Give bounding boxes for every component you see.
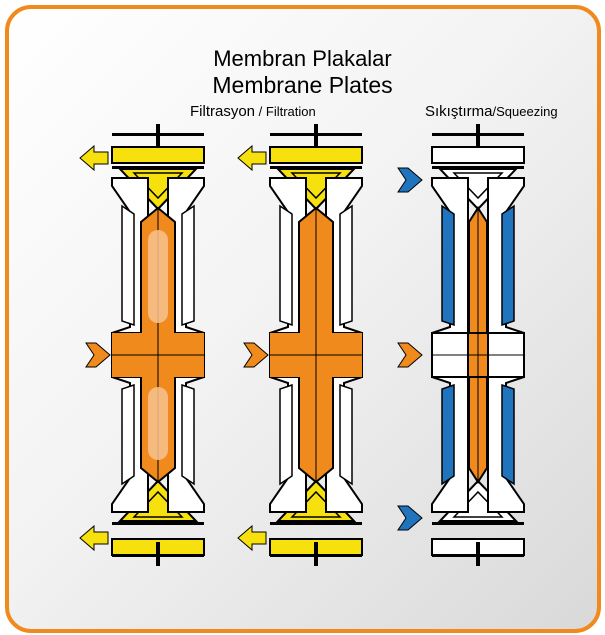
filtrate-outlet-arrow xyxy=(79,144,109,172)
filtrate-outlet-arrow xyxy=(237,144,267,172)
membrane-chamber xyxy=(339,204,353,327)
drain-channel-block xyxy=(269,146,363,164)
center-stem xyxy=(314,124,318,148)
feed-inlet-arrow xyxy=(85,342,111,368)
plate-squeezing xyxy=(397,124,525,566)
membrane-chamber xyxy=(441,383,455,486)
center-stem xyxy=(156,124,160,148)
center-stem xyxy=(314,542,318,566)
membrane-chamber xyxy=(121,204,135,327)
label-filtration-tr: Filtrasyon xyxy=(190,103,256,120)
plate-filtration-2 xyxy=(237,124,363,566)
membrane-chamber xyxy=(181,204,195,327)
cake-highlight xyxy=(148,230,168,323)
frame-bar xyxy=(432,166,524,169)
label-squeezing-tr: Sıkıştırma xyxy=(425,103,493,120)
cake-highlight xyxy=(148,387,168,460)
membrane-chamber xyxy=(121,383,135,486)
squeeze-inlet-arrow xyxy=(397,505,423,531)
label-squeezing-en: /Squeezing xyxy=(492,104,558,119)
label-filtration-en: / Filtration xyxy=(258,104,316,119)
center-stem xyxy=(476,542,480,566)
label-filtration: Filtrasyon / Filtration xyxy=(190,103,316,120)
filtrate-outlet-arrow xyxy=(237,524,267,552)
squeeze-inlet-arrow xyxy=(397,167,423,193)
center-stem xyxy=(156,542,160,566)
title-english: Membrane Plates xyxy=(212,72,393,98)
title-turkish: Membran Plakalar xyxy=(213,46,392,71)
drain-channel-block xyxy=(431,146,525,164)
frame-bar xyxy=(270,166,362,169)
membrane-chamber xyxy=(339,383,353,486)
drain-channel-block xyxy=(111,146,205,164)
membrane-chamber xyxy=(279,204,293,327)
frame-bar xyxy=(432,522,524,525)
label-squeezing: Sıkıştırma/Squeezing xyxy=(425,103,558,120)
feed-inlet-arrow xyxy=(397,342,423,368)
membrane-chamber xyxy=(501,383,515,486)
frame-bar xyxy=(270,522,362,525)
frame-bar xyxy=(112,522,204,525)
membrane-chamber xyxy=(279,383,293,486)
filtrate-outlet-arrow xyxy=(79,524,109,552)
membrane-chamber xyxy=(441,204,455,327)
membrane-chamber xyxy=(501,204,515,327)
frame-bar xyxy=(112,166,204,169)
plate-filtration-1 xyxy=(79,124,205,566)
membrane-chamber xyxy=(181,383,195,486)
feed-inlet-arrow xyxy=(243,342,269,368)
center-stem xyxy=(476,124,480,148)
